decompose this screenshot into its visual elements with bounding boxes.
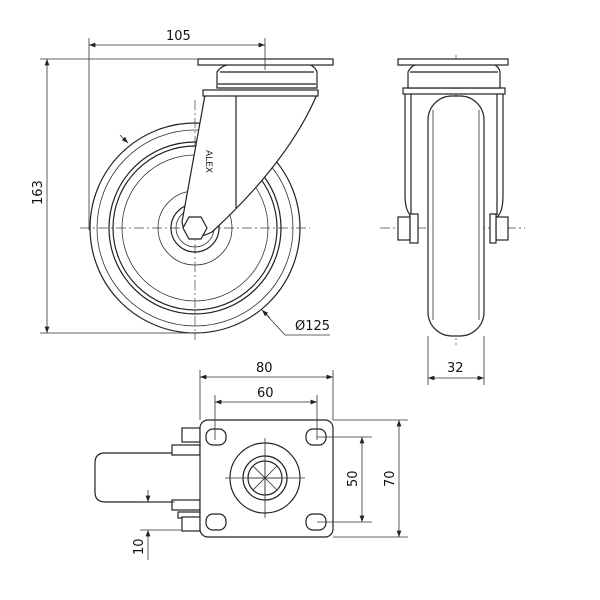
front-view: ALEX 105 163 Ø125 <box>31 29 334 340</box>
side-wheel <box>427 95 485 337</box>
bottom-view: 80 60 50 70 10 <box>94 361 408 560</box>
side-view: 32 <box>380 55 525 385</box>
dim-plate-width: 80 <box>256 361 273 376</box>
mount-plate <box>199 419 334 538</box>
dim-wheel-width: 32 <box>447 361 464 376</box>
fork <box>181 91 319 238</box>
dim-height: 163 <box>31 180 46 205</box>
hex-bolt <box>182 216 208 240</box>
dim-offset: 105 <box>166 29 191 44</box>
dim-offset-small: 10 <box>132 538 147 555</box>
dim-wheel-diameter: Ø125 <box>295 319 330 334</box>
top-plate <box>197 58 334 66</box>
dim-hole-spacing-y: 50 <box>346 470 361 487</box>
dim-plate-length: 70 <box>383 470 398 487</box>
logo-alex: ALEX <box>203 150 213 173</box>
dim-hole-spacing-x: 60 <box>257 386 274 401</box>
bottom-wheel <box>94 452 200 503</box>
